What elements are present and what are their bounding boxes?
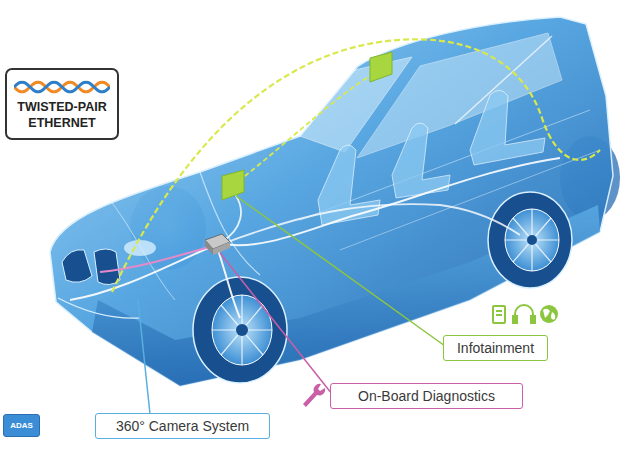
ecu-switch-part — [205, 240, 213, 255]
wrench-icon-part — [303, 384, 325, 407]
ethernet-wiring-part — [100, 246, 213, 272]
infotainment-icons-part — [493, 306, 505, 323]
display-screens-part — [370, 52, 392, 82]
callout-label: Infotainment — [457, 340, 534, 356]
infotainment-icons-part — [531, 316, 535, 323]
seats-part — [392, 123, 450, 198]
ethernet-wiring-part — [70, 246, 213, 300]
infotainment-icons — [493, 305, 558, 323]
front-wheel-part — [212, 295, 272, 365]
rear-wheel-part — [488, 192, 572, 288]
ethernet-wiring-part — [218, 250, 240, 318]
front-wheel — [193, 277, 287, 383]
rear-wheel-part — [505, 209, 559, 271]
rear-wheel-part — [527, 235, 537, 245]
ethernet-wiring — [70, 39, 600, 318]
car-body-part — [92, 205, 600, 386]
callout-box: Infotainment — [443, 335, 548, 361]
front-grille-part — [58, 298, 140, 318]
front-grille-part — [62, 250, 92, 283]
badge-label: TWISTED-PAIR ETHERNET — [13, 99, 111, 132]
callout-box: On-Board Diagnostics — [330, 383, 523, 409]
twisted-pair-icon — [14, 79, 110, 95]
twisted-pair-wire — [14, 82, 110, 92]
front-wheel-part — [212, 295, 272, 365]
infotainment-icons-part — [513, 316, 517, 323]
front-grille-part — [124, 240, 156, 256]
callout-label: 360° Camera System — [116, 418, 249, 434]
callout-box: 360° Camera System — [95, 413, 270, 439]
twisted-pair-wire — [14, 82, 110, 92]
display-screens-part — [222, 170, 244, 200]
legend-badge: TWISTED-PAIR ETHERNET — [5, 68, 119, 140]
infotainment-icons-part — [540, 305, 558, 323]
leader-lines-part — [220, 253, 332, 394]
callout-label: On-Board Diagnostics — [358, 388, 495, 404]
infotainment-icons-part — [496, 311, 502, 315]
rear-wheel — [488, 192, 572, 288]
front-grille — [58, 240, 156, 318]
wrench-icon — [303, 384, 325, 407]
ecu-switch-part — [213, 242, 230, 255]
ethernet-wiring-part — [222, 204, 520, 244]
ethernet-wiring-part — [232, 72, 376, 186]
display-screens — [222, 52, 392, 200]
front-wheel-part — [193, 277, 287, 383]
rear-wheel-part — [505, 209, 559, 271]
leader-lines-part — [138, 300, 150, 414]
front-grille-part — [94, 249, 120, 285]
infotainment-icons-part — [543, 309, 555, 320]
seats-part — [470, 90, 545, 165]
leader-lines — [138, 196, 445, 414]
ethernet-wiring-part — [222, 158, 560, 245]
leader-lines-part — [236, 196, 445, 346]
ecu-switch — [205, 234, 230, 255]
car-body-part — [50, 17, 613, 386]
front-wheel-part — [236, 324, 248, 336]
callout-label: ADAS — [10, 421, 33, 430]
ethernet-wiring-part — [112, 39, 600, 292]
car-body — [50, 17, 613, 386]
adas-badge: ADAS — [3, 414, 40, 437]
car-body-part — [110, 200, 175, 300]
